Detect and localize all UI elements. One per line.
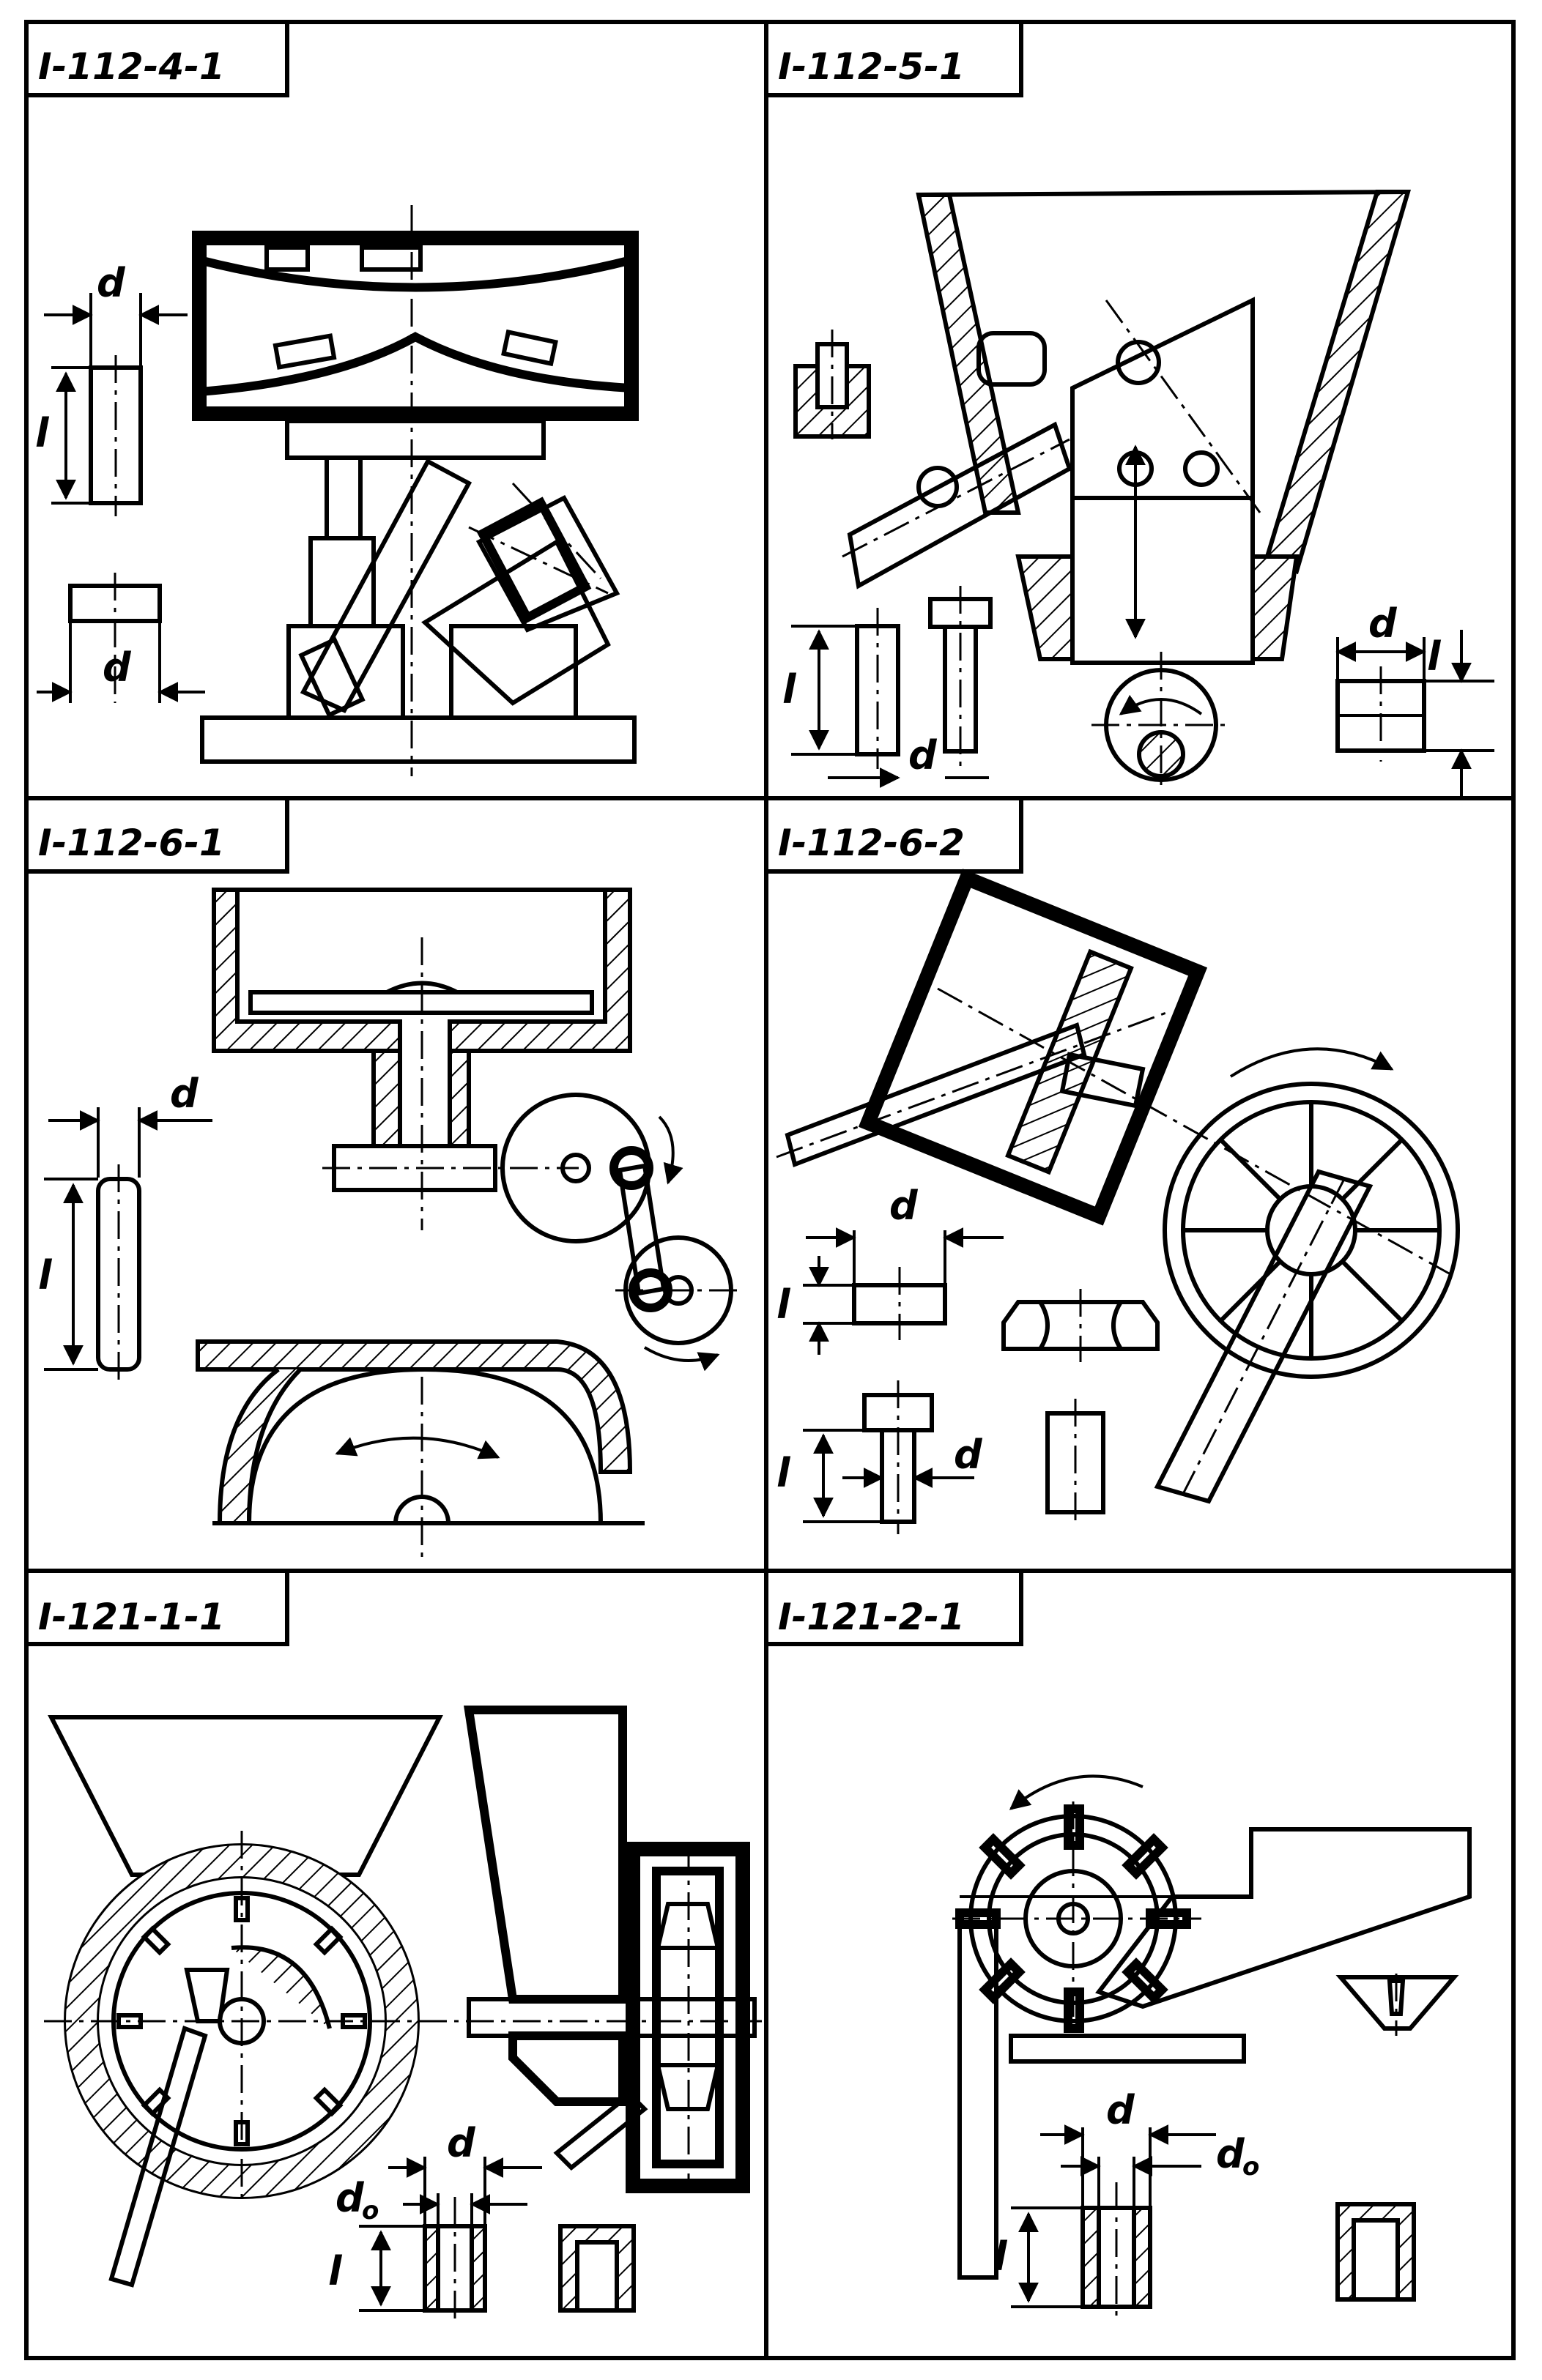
- panel-code-tag: I-121-2-1: [766, 1571, 1023, 1646]
- dimension-l: l: [776, 1282, 791, 1328]
- mechanism-drawing: [196, 888, 740, 1560]
- dimension-d: d: [170, 1071, 199, 1117]
- mechanism-drawing: [842, 190, 1412, 791]
- sleeve-part: [1045, 1399, 1105, 1527]
- dimension-d: d: [103, 644, 132, 691]
- dimension-d: d: [97, 260, 126, 306]
- panel-code: I-112-4-1: [38, 45, 225, 88]
- dimension-d0: d: [336, 2175, 365, 2221]
- sheet-grid: [24, 20, 1516, 2360]
- block-part: d l: [1335, 600, 1494, 798]
- wheel-spokes: [1183, 1102, 1439, 1358]
- dimension-l: l: [38, 1252, 53, 1298]
- pin-part: l: [782, 608, 900, 769]
- dimension-d0: d: [1216, 2131, 1245, 2177]
- mechanism-drawing: [44, 1706, 762, 2288]
- dimension-d: d: [954, 1432, 983, 1478]
- bolt-part: l d: [776, 1380, 983, 1534]
- pin-part: d l: [38, 1071, 212, 1384]
- panel-5: I-121-1-1: [26, 1571, 762, 2325]
- panel-code: I-121-2-1: [778, 1596, 965, 1638]
- dimension-d: d: [908, 732, 938, 778]
- dimension-l: l: [993, 2234, 1008, 2280]
- panel-code: I-112-5-1: [778, 45, 965, 88]
- panel-code-tag: I-121-1-1: [26, 1571, 289, 1646]
- dimension-d0-subscript: o: [362, 2196, 379, 2225]
- panel-code-tag: I-112-5-1: [766, 22, 1023, 97]
- panel-6: I-121-2-1: [766, 1571, 1472, 2321]
- bolt-part: d: [828, 586, 993, 788]
- dimension-l: l: [35, 410, 50, 456]
- panel-code-tag: I-112-6-1: [26, 798, 289, 874]
- panel-3: I-112-6-1: [26, 798, 740, 1560]
- sleeve-part: [558, 2224, 636, 2313]
- sleeve-part: [1335, 2202, 1416, 2302]
- panel-code: I-121-1-1: [38, 1596, 225, 1638]
- bushing-part: d d o l: [328, 2120, 542, 2325]
- panel-code-tag: I-112-6-2: [766, 798, 1023, 874]
- mechanism-drawing: [192, 205, 639, 776]
- dimension-d: d: [1106, 2087, 1135, 2133]
- bushing-part: [793, 330, 871, 439]
- block-part: d l: [776, 1183, 1004, 1355]
- panel-4: I-112-6-2: [766, 798, 1460, 1534]
- panel-code-tag: I-112-4-1: [26, 22, 289, 97]
- dimension-l: l: [328, 2248, 343, 2294]
- dimension-d0-subscript: o: [1242, 2152, 1259, 2182]
- bushing-part: d d o l: [993, 2087, 1259, 2321]
- dimension-l: l: [776, 1450, 791, 1496]
- panel-code: I-112-6-1: [38, 822, 225, 864]
- nut-part: [1001, 1289, 1160, 1362]
- dimension-l: l: [1427, 633, 1442, 680]
- panel-1: I-112-4-1: [26, 22, 639, 776]
- dimension-d: d: [1368, 600, 1398, 647]
- dimension-l: l: [782, 666, 797, 713]
- pin-part: d l: [35, 260, 188, 516]
- dimension-d: d: [889, 1183, 919, 1229]
- washer-part: d: [37, 573, 205, 703]
- panel-code: I-112-6-2: [778, 822, 965, 864]
- mechanism-drawing: [776, 869, 1460, 1504]
- mechanism-drawing: [952, 1774, 1472, 2280]
- panel-2: I-112-5-1: [766, 22, 1494, 798]
- dimension-d: d: [447, 2120, 476, 2166]
